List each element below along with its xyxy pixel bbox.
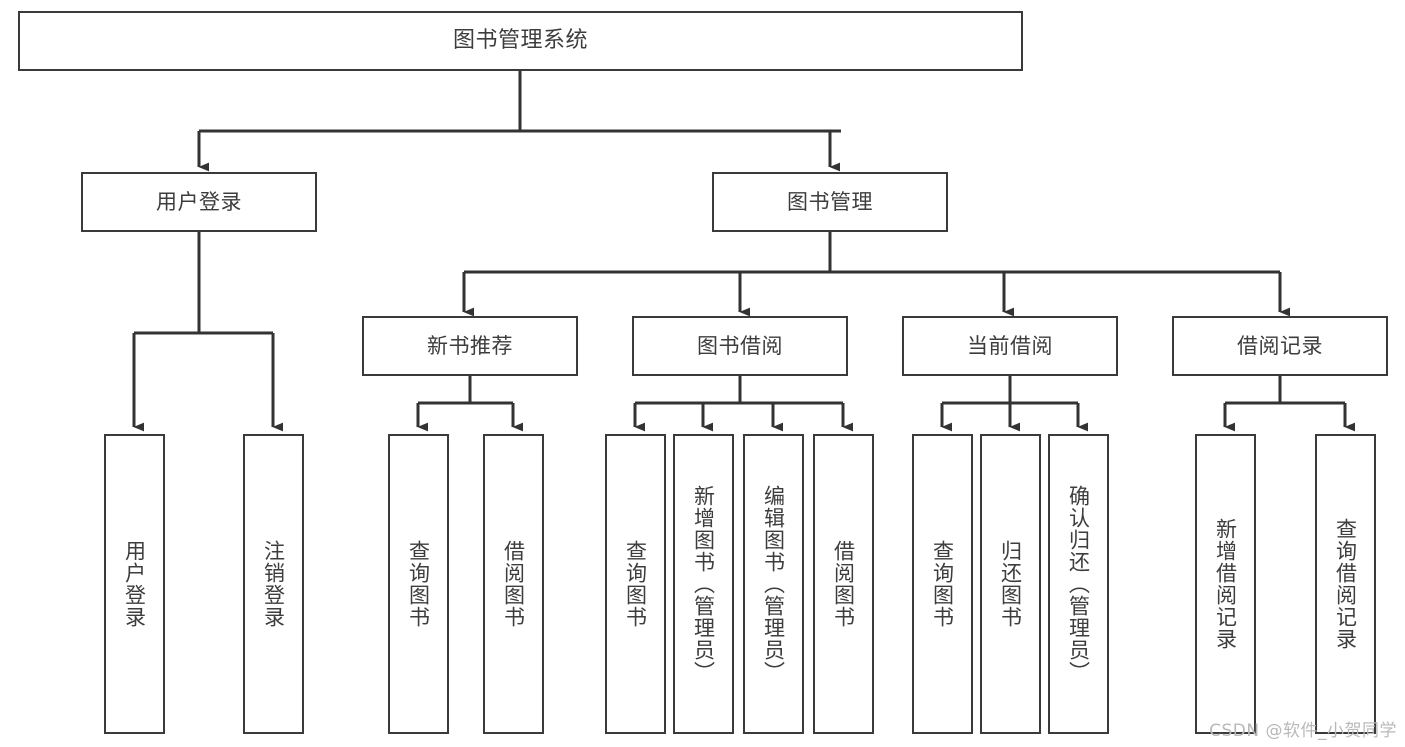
node-leaf-return-book-label: 归还图书 bbox=[998, 540, 1023, 628]
csdn-watermark: CSDN @软件_小贺同学 bbox=[1209, 721, 1397, 741]
node-leaf-query-book-3[interactable]: 查询图书 bbox=[912, 434, 973, 734]
node-leaf-add-book[interactable]: 新增图书（管理员） bbox=[673, 434, 734, 734]
node-leaf-borrow-book-2[interactable]: 借阅图书 bbox=[813, 434, 874, 734]
node-leaf-query-record-label: 查询借阅记录 bbox=[1333, 518, 1358, 650]
node-leaf-add-record[interactable]: 新增借阅记录 bbox=[1195, 434, 1256, 734]
node-leaf-confirm-return[interactable]: 确认归还（管理员） bbox=[1048, 434, 1109, 734]
node-leaf-query-book-3-label: 查询图书 bbox=[930, 540, 955, 628]
node-borrow-record[interactable]: 借阅记录 bbox=[1172, 316, 1388, 376]
node-root-system-label: 图书管理系统 bbox=[452, 28, 588, 54]
node-user-login-label: 用户登录 bbox=[156, 189, 242, 214]
node-leaf-confirm-return-label: 确认归还（管理员） bbox=[1066, 485, 1091, 683]
node-leaf-query-book-1[interactable]: 查询图书 bbox=[388, 434, 449, 734]
node-root-system[interactable]: 图书管理系统 bbox=[18, 11, 1023, 71]
node-current-borrow-label: 当前借阅 bbox=[967, 333, 1053, 358]
node-current-borrow[interactable]: 当前借阅 bbox=[902, 316, 1118, 376]
node-leaf-logout-login[interactable]: 注销登录 bbox=[243, 434, 304, 734]
node-leaf-borrow-book-2-label: 借阅图书 bbox=[831, 540, 856, 628]
node-book-management[interactable]: 图书管理 bbox=[712, 172, 948, 232]
node-leaf-user-login-label: 用户登录 bbox=[122, 540, 147, 628]
node-leaf-logout-login-label: 注销登录 bbox=[261, 540, 286, 628]
node-leaf-add-record-label: 新增借阅记录 bbox=[1213, 518, 1238, 650]
node-borrow-record-label: 借阅记录 bbox=[1237, 333, 1323, 358]
node-book-borrow-label: 图书借阅 bbox=[697, 333, 783, 358]
node-leaf-user-login[interactable]: 用户登录 bbox=[104, 434, 165, 734]
node-leaf-borrow-book-1-label: 借阅图书 bbox=[501, 540, 526, 628]
node-user-login[interactable]: 用户登录 bbox=[81, 172, 317, 232]
node-leaf-query-book-1-label: 查询图书 bbox=[406, 540, 431, 628]
node-leaf-edit-book-label: 编辑图书（管理员） bbox=[761, 485, 786, 683]
node-leaf-query-record[interactable]: 查询借阅记录 bbox=[1315, 434, 1376, 734]
node-book-management-label: 图书管理 bbox=[787, 189, 873, 214]
node-leaf-add-book-label: 新增图书（管理员） bbox=[691, 485, 716, 683]
node-leaf-query-book-2-label: 查询图书 bbox=[623, 540, 648, 628]
node-leaf-return-book[interactable]: 归还图书 bbox=[980, 434, 1041, 734]
node-new-book-recommend-label: 新书推荐 bbox=[427, 333, 513, 358]
node-leaf-query-book-2[interactable]: 查询图书 bbox=[605, 434, 666, 734]
node-leaf-edit-book[interactable]: 编辑图书（管理员） bbox=[743, 434, 804, 734]
node-new-book-recommend[interactable]: 新书推荐 bbox=[362, 316, 578, 376]
node-book-borrow[interactable]: 图书借阅 bbox=[632, 316, 848, 376]
node-leaf-borrow-book-1[interactable]: 借阅图书 bbox=[483, 434, 544, 734]
